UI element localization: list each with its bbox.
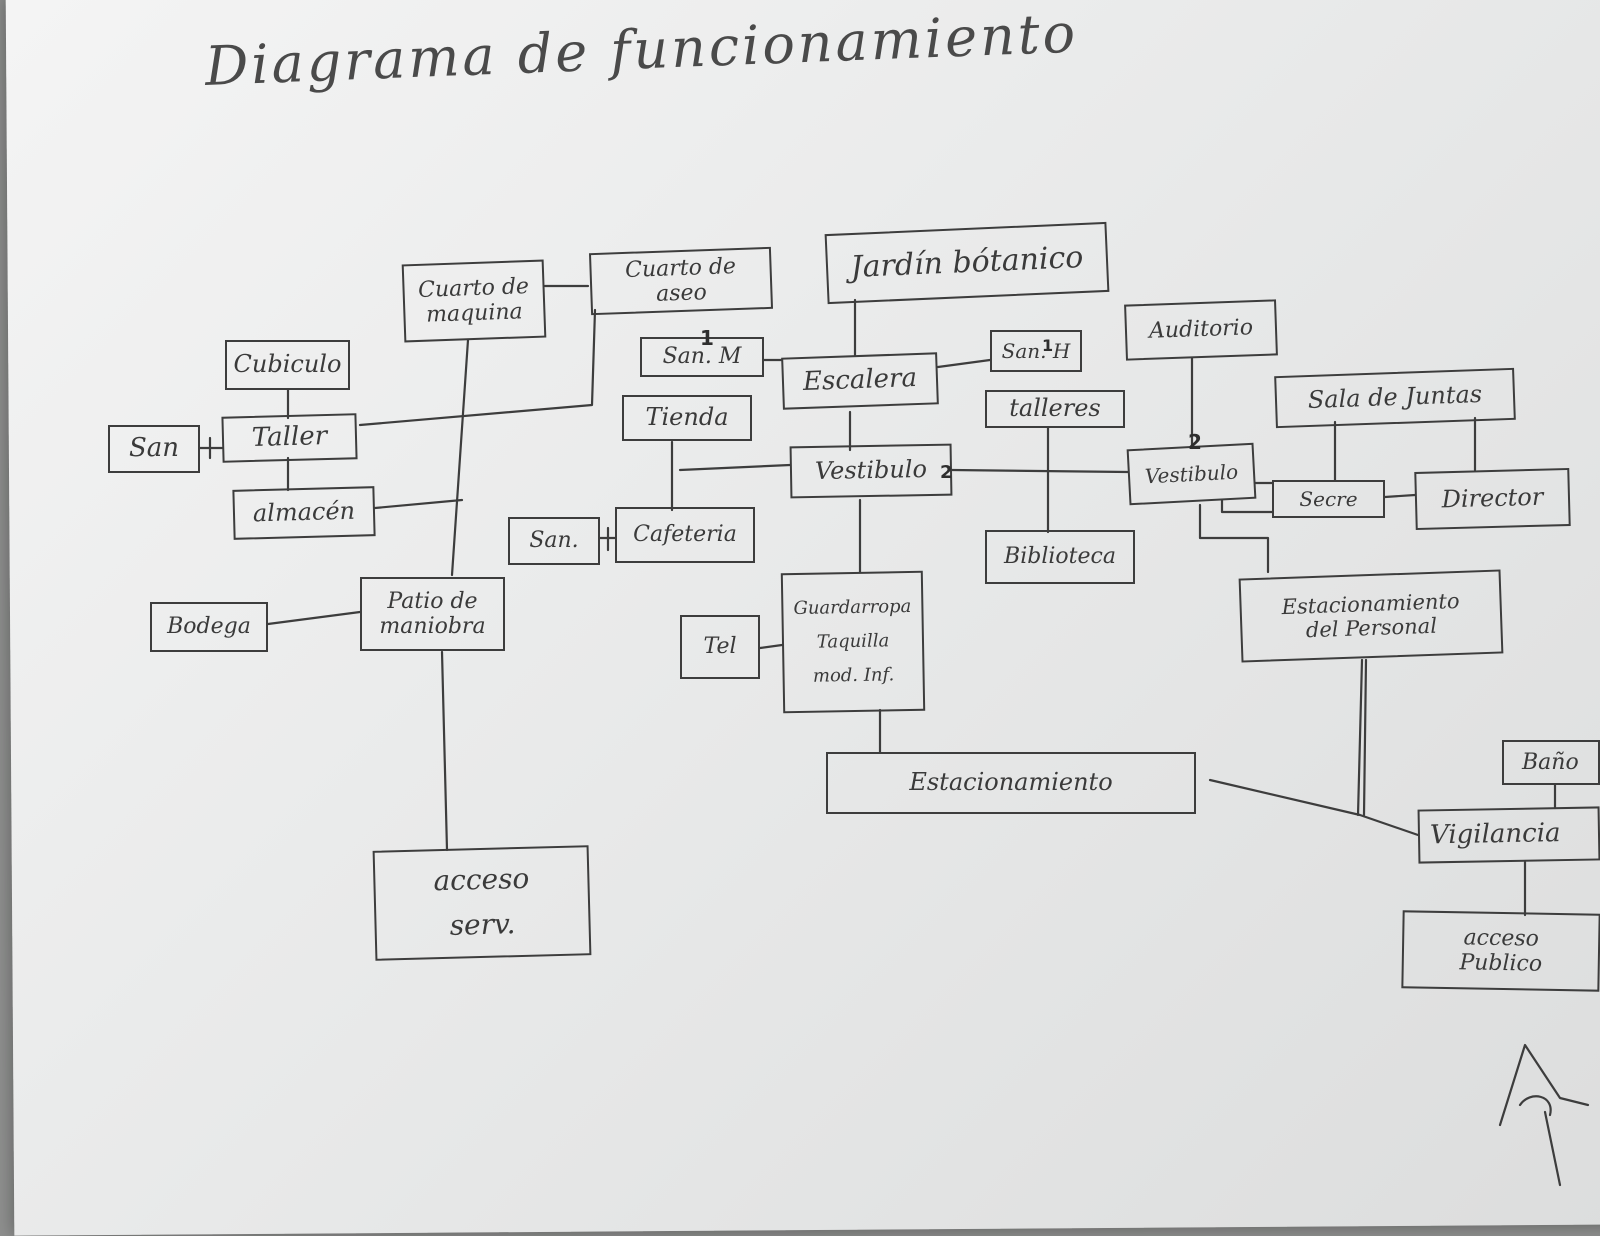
node-san-cafeteria: San. xyxy=(508,517,600,565)
connector-tel-guardarropa xyxy=(758,643,784,650)
connector-patio-acceso xyxy=(440,650,449,852)
node-guardarropa: Guardarropa Taquilla mod. Inf. xyxy=(780,570,926,714)
node-cubiculo: Cubiculo xyxy=(225,340,350,390)
node-director: Director xyxy=(1414,467,1571,531)
node-almacen: almacén xyxy=(232,486,376,540)
node-acceso-serv: acceso serv. xyxy=(372,845,592,961)
node-secre: Secre xyxy=(1272,480,1385,518)
connector-vestibulo-vestibulo xyxy=(950,468,1130,474)
connector-secre-director xyxy=(1383,493,1417,499)
node-vestibulo-1: Vestibulo xyxy=(789,443,953,499)
connector-maquina-patio xyxy=(450,338,470,577)
mark-level-1b: 1 xyxy=(1042,336,1054,355)
connector-vestibulo-estpersonal xyxy=(1198,503,1270,574)
north-arrow-sketch xyxy=(1498,1043,1590,1187)
connector-vestibulo-secre xyxy=(1220,481,1274,514)
connector-aseo-taller xyxy=(358,308,597,427)
node-sala-juntas: Sala de Juntas xyxy=(1274,367,1516,429)
node-tienda: Tienda xyxy=(622,395,752,441)
node-acceso-publico: acceso Publico xyxy=(1401,910,1600,992)
node-jardin-botanico: Jardín bótanico xyxy=(824,221,1110,305)
node-auditorio: Auditorio xyxy=(1124,299,1278,361)
connector-lines xyxy=(198,284,1590,1187)
mark-level-2b: 2 xyxy=(940,462,953,483)
node-cuarto-maquina: Cuarto de maquina xyxy=(401,259,547,343)
connector-estacionamiento-vigilancia xyxy=(1208,778,1420,837)
mark-level-1a: 1 xyxy=(700,326,714,350)
connector-bodega-patio xyxy=(266,610,362,626)
node-talleres: talleres xyxy=(985,390,1125,428)
node-vigilancia: Vigilancia xyxy=(1417,806,1600,864)
node-biblioteca: Biblioteca xyxy=(985,530,1135,584)
node-san-h: San. H xyxy=(990,330,1082,372)
node-bodega: Bodega xyxy=(150,602,268,652)
connector-almacen-patio xyxy=(373,498,464,510)
node-cuarto-aseo: Cuarto de aseo xyxy=(588,246,774,316)
node-san-m: San. M xyxy=(640,337,764,377)
connector-estpersonal-vigilancia xyxy=(1356,658,1364,817)
node-est-personal: Estacionamiento del Personal xyxy=(1238,569,1504,663)
node-escalera: Escalera xyxy=(781,352,939,410)
connector-san-taller xyxy=(198,436,224,460)
photo-stage: Diagrama de funcionamiento xyxy=(5,0,1600,1236)
node-bano: Baño xyxy=(1502,740,1600,785)
connector-escalera-sanh xyxy=(936,358,992,369)
node-taller: Taller xyxy=(221,413,358,463)
node-patio-maniobra: Patio de maniobra xyxy=(360,577,505,651)
connector-san-cafeteria xyxy=(598,526,617,552)
node-cafeteria: Cafeteria xyxy=(615,507,755,563)
mark-level-2a: 2 xyxy=(1188,430,1202,454)
connector-vestibulo-left xyxy=(678,463,792,472)
node-tel: Tel xyxy=(680,615,760,679)
node-estacionamiento: Estacionamiento xyxy=(826,752,1196,814)
node-san-taller: San xyxy=(108,425,200,473)
